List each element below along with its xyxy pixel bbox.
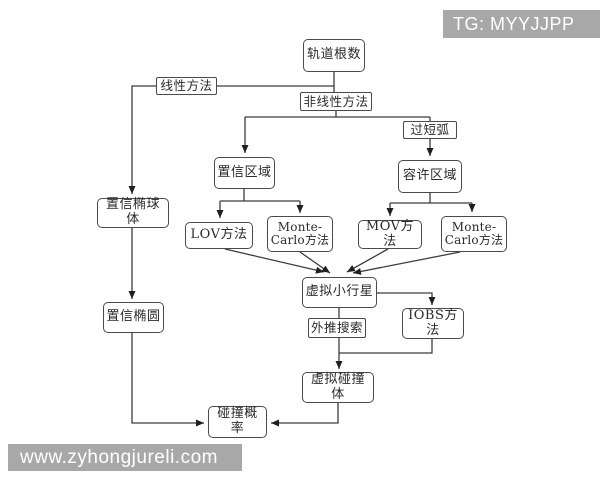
edge-mcleft-to-asteroid	[299, 251, 331, 274]
node-confidence-ellipse: 置信椭圆	[103, 302, 164, 333]
node-lov-method: LOV方法	[185, 222, 253, 249]
node-virtual-asteroid: 虚拟小行星	[302, 277, 377, 308]
edge-asteroid-to-iobs	[377, 292, 436, 305]
edge-mov-to-asteroid	[346, 248, 389, 273]
node-collision-probability: 碰撞概率	[208, 406, 267, 438]
node-admissible-region: 容许区域	[398, 160, 462, 193]
node-orbital-elements: 轨道根数	[303, 39, 365, 72]
node-monte-carlo-left: Monte-Carlo方法	[267, 216, 333, 252]
node-short-arc: 过短弧	[403, 121, 457, 139]
watermark-telegram: TG: MYYJJPP	[443, 10, 600, 38]
node-iobs-method: IOBS方法	[402, 308, 464, 339]
node-confidence-region: 置信区域	[214, 157, 275, 189]
node-extrapolation-search: 外推搜索	[308, 318, 366, 338]
node-confidence-ellipsoid: 置信椭球体	[97, 198, 169, 228]
edge-impactor-to-collision	[271, 403, 339, 427]
watermark-website: www.zyhongjureli.com	[8, 444, 242, 471]
node-virtual-impactor: 虚拟碰撞体	[302, 372, 374, 403]
node-nonlinear-method: 非线性方法	[300, 92, 372, 111]
node-linear-method: 线性方法	[156, 77, 217, 95]
edge-mcright-to-asteroid	[352, 251, 461, 275]
node-monte-carlo-right: Monte-Carlo方法	[441, 216, 507, 252]
node-mov-method: MOV方法	[358, 219, 422, 249]
edge-linear-branch	[128, 85, 334, 194]
edge-ellipse-to-collision	[131, 333, 204, 427]
edge-lov-to-asteroid	[224, 248, 325, 274]
edge-iobs-down-left	[339, 339, 433, 354]
